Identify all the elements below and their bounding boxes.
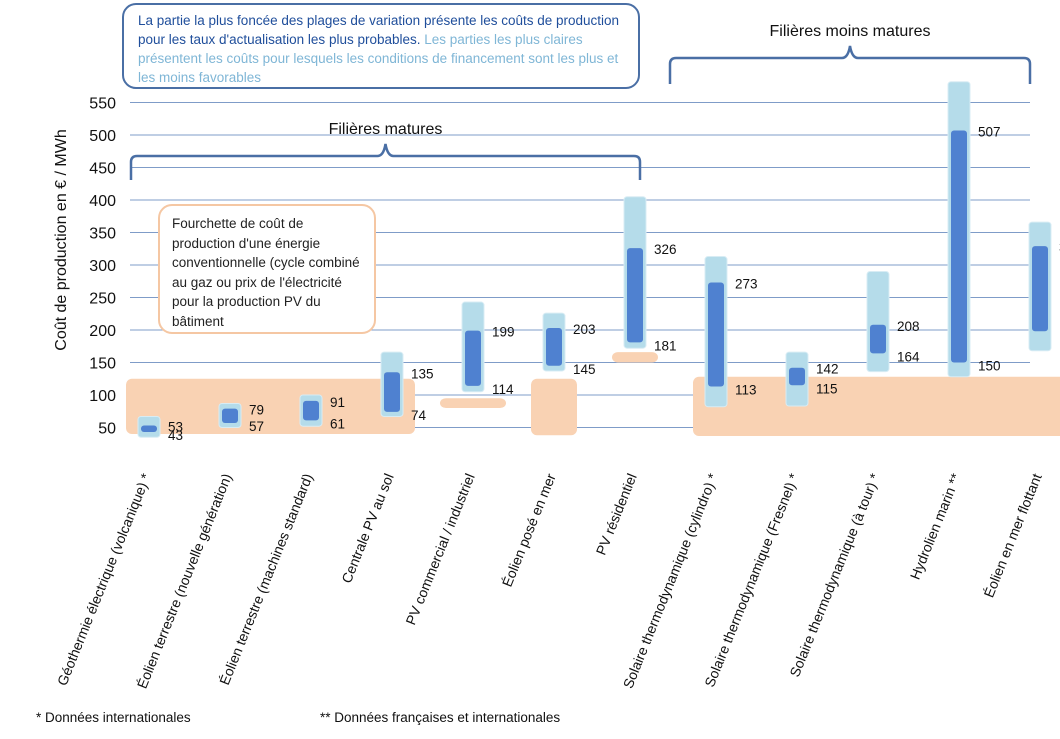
y-tick-label: 300: [89, 258, 116, 275]
value-label-low: 181: [654, 338, 677, 353]
bar-probable-range: [303, 400, 319, 421]
conventional-ranges: [126, 352, 1060, 436]
dark-part-note: La partie la plus foncée des plages de v…: [138, 13, 620, 47]
value-label-high: 53: [168, 420, 183, 435]
value-label-low: 61: [330, 416, 345, 431]
value-label-low: 164: [897, 349, 920, 364]
value-label-high: 203: [573, 322, 596, 337]
conventional-range: [126, 378, 415, 434]
footnote-french-international: ** Données françaises et internationales: [320, 710, 561, 725]
category-label: Éolien en mer flottant: [980, 471, 1044, 600]
less-mature-group-label: Filières moins matures: [770, 23, 931, 40]
value-label-high: 273: [735, 277, 758, 292]
light-part-note: Les parties les plus claires présentent …: [138, 32, 619, 85]
shading-legend-note: La partie la plus foncée des plages de v…: [122, 3, 640, 89]
y-tick-label: 550: [89, 96, 116, 113]
mature-group-label: Filières matures: [329, 121, 443, 138]
value-label-low: 113: [735, 383, 757, 398]
y-tick-label: 100: [89, 388, 116, 405]
bar-probable-range: [708, 282, 724, 387]
y-tick-label: 150: [89, 356, 116, 373]
group-brackets: Filières matures Filières moins matures: [129, 23, 1032, 180]
value-label-high: 507: [978, 124, 1001, 139]
bar-probable-range: [384, 372, 400, 412]
value-label-high: 135: [411, 366, 434, 381]
conventional-energy-note: Fourchette de coût de production d'une é…: [158, 204, 376, 334]
value-label-low: 114: [492, 382, 514, 397]
value-label-high: 142: [816, 362, 839, 377]
bar-probable-range: [951, 130, 967, 363]
value-label-high: 199: [492, 325, 515, 340]
value-label-low: 43: [168, 428, 183, 443]
footnote-international: * Données internationales: [36, 710, 191, 725]
value-label-low: 145: [573, 362, 596, 377]
value-label-low: 115: [816, 381, 838, 396]
category-label: Hydrolien marin **: [907, 471, 964, 582]
x-axis-categories: Géothermie électrique (volcanique) *Éoli…: [54, 471, 1045, 691]
bar-probable-range: [465, 330, 481, 386]
y-tick-label: 500: [89, 128, 116, 145]
conventional-range: [612, 352, 658, 363]
less-mature-group-bracket: [668, 45, 1032, 84]
bar-probable-range: [789, 367, 805, 386]
category-label: Éolien posé en mer: [499, 471, 559, 589]
category-label: Éolien terrestre (nouvelle génération): [134, 471, 235, 691]
category-label: Solaire thermodynamique (cylindro) *: [620, 471, 721, 691]
conventional-range: [531, 378, 577, 436]
y-axis-label: Coût de production en € / MWh: [53, 129, 70, 350]
category-label: Éolien terrestre (machines standard): [216, 471, 316, 687]
category-label: PV résidentiel: [593, 471, 640, 557]
value-label-low: 57: [249, 419, 264, 434]
value-label-high: 91: [330, 395, 345, 410]
bar-probable-range: [546, 328, 562, 366]
category-label: Centrale PV au sol: [338, 471, 397, 585]
category-label: Solaire thermodynamique (à tour) *: [786, 471, 883, 680]
bar-probable-range: [1032, 246, 1048, 332]
value-label-high: 79: [249, 403, 264, 418]
y-tick-label: 200: [89, 323, 116, 340]
bar-full-range: [866, 271, 890, 373]
y-tick-label: 50: [98, 421, 116, 438]
y-tick-label: 400: [89, 193, 116, 210]
bar-probable-range: [222, 408, 238, 423]
y-tick-label: 250: [89, 291, 116, 308]
y-tick-label: 350: [89, 226, 116, 243]
value-label-low: 74: [411, 408, 427, 423]
value-label-low: 150: [978, 359, 1001, 374]
category-label: PV commercial / industriel: [402, 471, 477, 627]
bar-probable-range: [141, 425, 157, 433]
conventional-range: [693, 376, 1060, 436]
mature-group-bracket: [129, 143, 642, 180]
cost-bars: [137, 81, 1052, 438]
conventional-note-text: Fourchette de coût de production d'une é…: [172, 216, 360, 329]
value-label-high: 326: [654, 242, 677, 257]
bar-probable-range: [627, 248, 643, 343]
value-label-high: 208: [897, 319, 920, 334]
conventional-range: [440, 398, 506, 408]
bar-probable-range: [870, 324, 886, 354]
category-label: Géothermie électrique (volcanique) *: [54, 471, 154, 688]
y-tick-label: 450: [89, 161, 116, 178]
category-label: Solaire thermodynamique (Fresnel) *: [701, 471, 802, 690]
y-axis: 50 100 150 200 250 300 350 400 450 500 550: [89, 96, 116, 438]
